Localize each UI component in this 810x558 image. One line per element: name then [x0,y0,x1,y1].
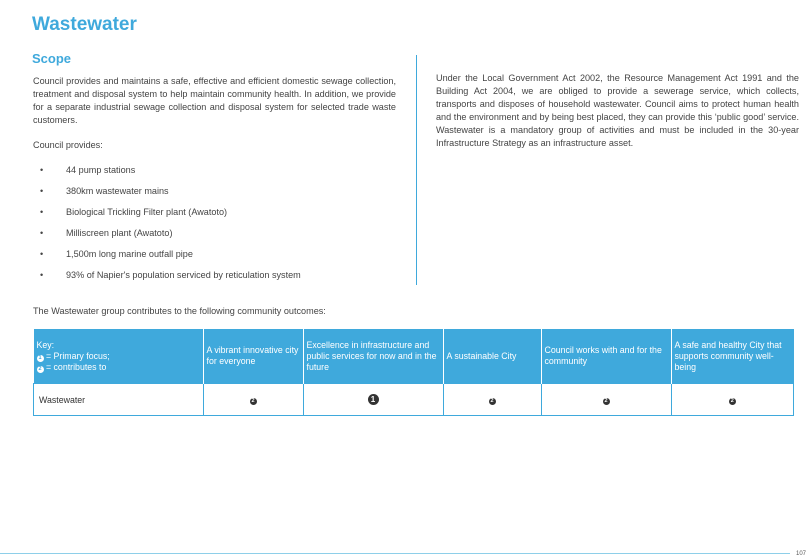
table-cell: 1 [302,383,444,416]
primary-focus-icon: 1 [367,394,379,405]
scope-right-column: Under the Local Government Act 2002, the… [436,72,799,150]
list-item: •93% of Napier's population serviced by … [40,270,301,280]
primary-focus-icon: 1 [36,354,44,362]
bullet-icon: • [40,165,44,175]
provides-list: •44 pump stations •380km wastewater main… [33,164,396,290]
footer-line [0,553,790,554]
column-header: A sustainable City [442,329,541,384]
list-item: •380km wastewater mains [40,186,169,196]
key-label: Key: [36,339,55,350]
column-header: Excellence in infrastructure and public … [302,329,443,384]
column-divider [416,55,417,285]
column-header: A vibrant innovative city for everyone [202,329,303,384]
contributes-icon: 2 [602,398,610,405]
scope-heading: Scope [32,51,72,66]
table-row: Wastewater 2 1 2 2 2 [33,383,794,416]
contributes-icon: 2 [488,398,496,405]
list-item: •44 pump stations [40,165,136,175]
key-contributes: 2 = contributes to [36,361,107,373]
outcomes-table: Key: 1 = Primary focus; 2 = contributes … [33,329,794,416]
scope-intro: Council provides and maintains a safe, e… [33,76,396,125]
outcomes-intro: The Wastewater group contributes to the … [33,306,326,316]
contributes-icon: 2 [728,398,736,405]
column-header: A safe and healthy City that supports co… [670,329,794,384]
bullet-icon: • [40,270,44,280]
scope-left-column: Council provides and maintains a safe, e… [33,75,396,290]
legislation-text: Under the Local Government Act 2002, the… [436,73,799,148]
bullet-icon: • [40,249,44,259]
bullet-icon: • [40,207,44,217]
table-cell: 2 [202,383,304,416]
key-primary: 1 = Primary focus; [36,350,110,362]
provides-label: Council provides: [33,140,103,150]
contributes-icon: 2 [249,398,257,405]
key-cell: Key: 1 = Primary focus; 2 = contributes … [33,329,203,384]
list-item: •Milliscreen plant (Awatoto) [40,228,173,238]
table-cell: 2 [442,383,542,416]
page-number: 107 [795,551,806,557]
table-header-row: Key: 1 = Primary focus; 2 = contributes … [33,329,794,384]
bullet-icon: • [40,186,44,196]
table-cell: 2 [540,383,672,416]
row-label: Wastewater [33,383,204,416]
column-header: Council works with and for the community [540,329,671,384]
contributes-icon: 2 [36,365,44,373]
page-title: Wastewater [32,14,137,35]
bullet-icon: • [40,228,44,238]
table-cell: 2 [670,383,794,416]
list-item: •Biological Trickling Filter plant (Awat… [40,207,228,217]
list-item: •1,500m long marine outfall pipe [40,249,193,259]
